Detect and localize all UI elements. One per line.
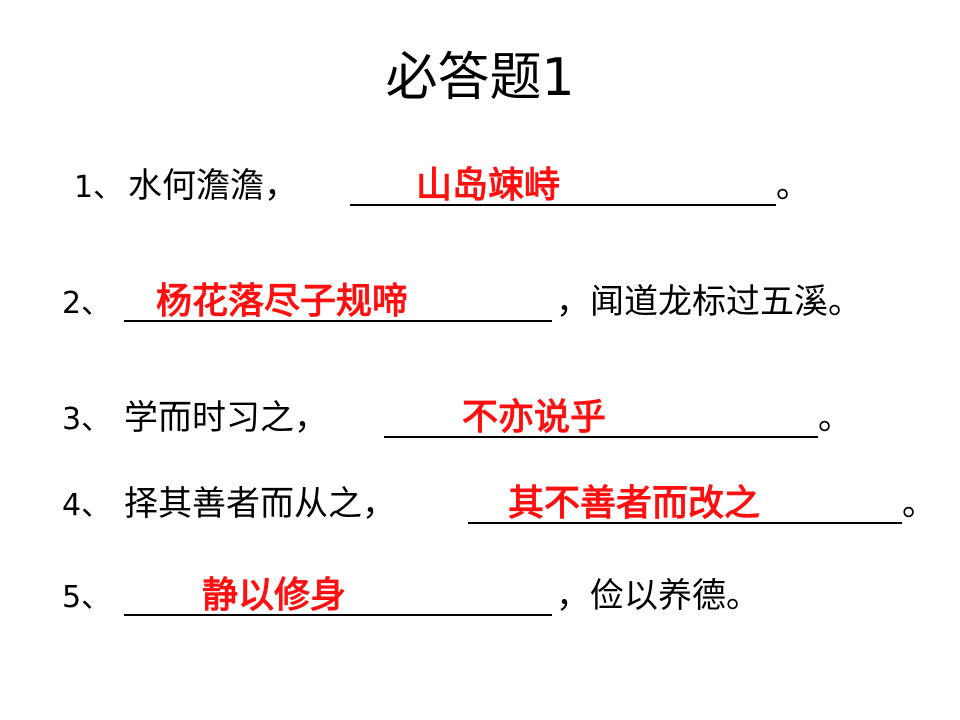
- answer-text: 不亦说乎: [462, 397, 607, 438]
- question-prefix: 水何澹澹，: [128, 166, 298, 206]
- answer-text: 其不善者而改之: [508, 483, 761, 524]
- page-title: 必答题1: [385, 48, 575, 108]
- question-number: 5、: [62, 580, 112, 615]
- question-2: 2、 杨花落尽子规啼 ，闻道龙标过五溪。: [0, 266, 960, 326]
- answer-blank: [468, 522, 902, 524]
- answer-text: 杨花落尽子规啼: [156, 281, 409, 322]
- question-suffix: 。: [818, 398, 852, 438]
- question-number: 1、: [74, 170, 124, 205]
- answer-blank: [124, 614, 552, 616]
- answer-blank: [124, 320, 552, 322]
- question-5: 5、 静以修身 ，俭以养德。: [0, 560, 960, 620]
- question-number: 4、: [62, 488, 112, 523]
- answer-text: 山岛竦峙: [416, 165, 561, 206]
- question-3: 3、 学而时习之， 不亦说乎 。: [0, 382, 960, 442]
- answer-blank: [384, 436, 818, 438]
- question-prefix: 学而时习之，: [124, 398, 328, 438]
- question-1: 1、 水何澹澹， 山岛竦峙 。: [0, 150, 960, 210]
- answer-blank: [350, 204, 776, 206]
- question-suffix: 。: [902, 484, 936, 524]
- question-prefix: 择其善者而从之，: [124, 484, 396, 524]
- question-number: 3、: [62, 402, 112, 437]
- question-suffix: 。: [776, 166, 810, 206]
- question-4: 4、 择其善者而从之， 其不善者而改之 。: [0, 468, 960, 528]
- question-suffix: ，俭以养德。: [556, 576, 760, 616]
- question-number: 2、: [62, 286, 112, 321]
- question-suffix: ，闻道龙标过五溪。: [556, 282, 862, 322]
- answer-text: 静以修身: [202, 575, 347, 616]
